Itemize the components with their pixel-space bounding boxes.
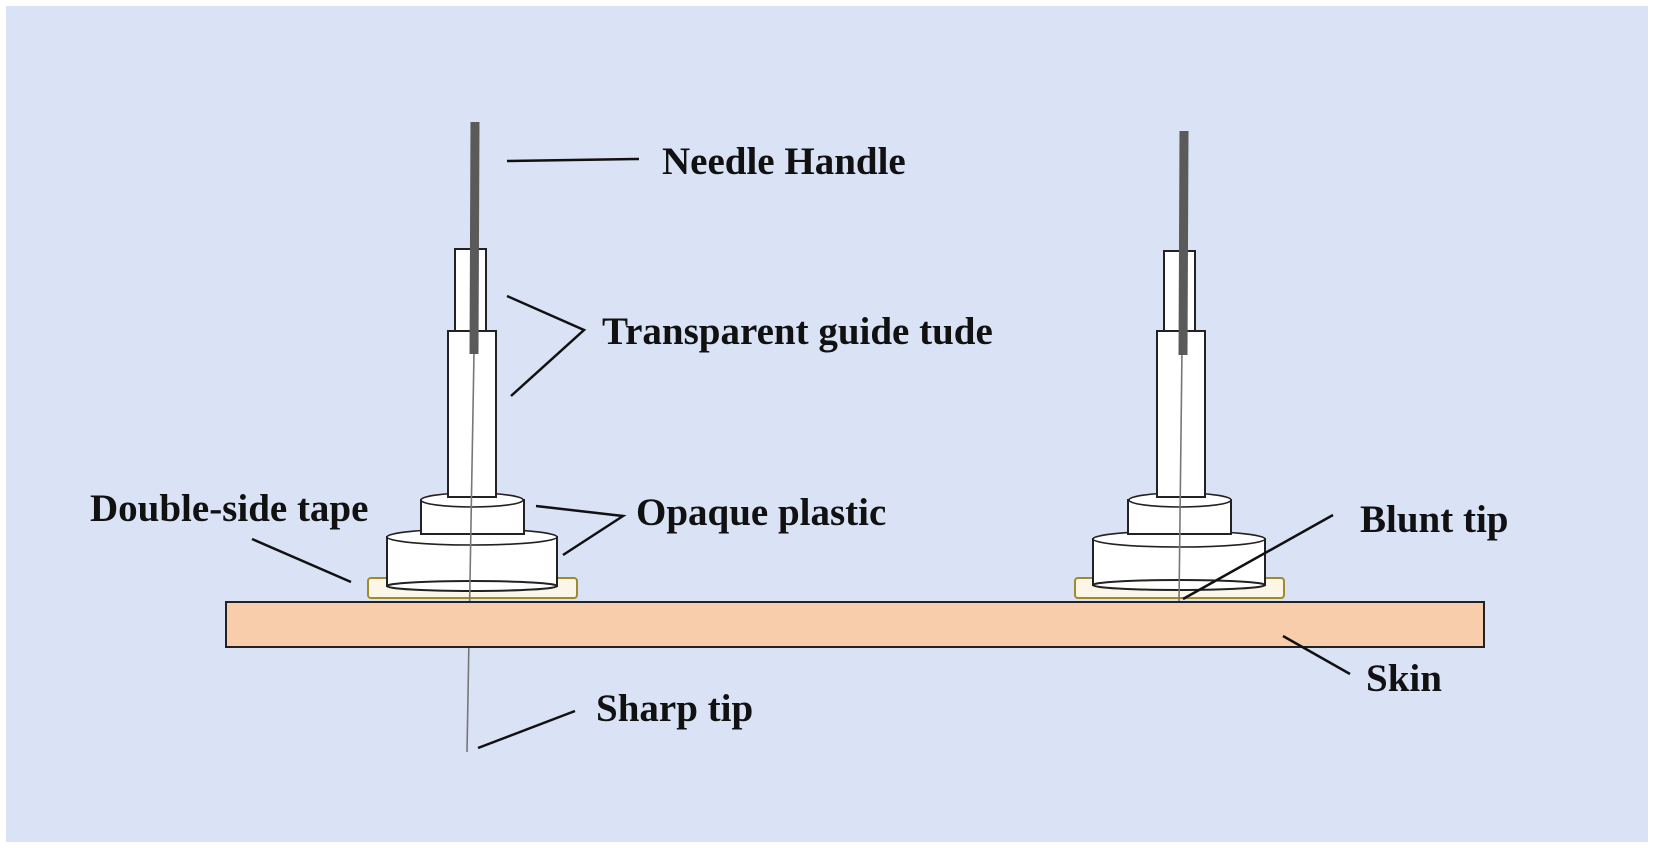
sharp-tip-leader: [477, 709, 576, 750]
left-plastic-lower-bottom: [386, 580, 558, 592]
right-needle-handle: [1178, 130, 1189, 356]
skin-label: Skin: [1366, 657, 1442, 700]
skin-leader: [1282, 634, 1351, 676]
blunt-tip-label: Blunt tip: [1360, 498, 1508, 541]
opaque-plastic-label: Opaque plastic: [636, 491, 886, 534]
leader-lines: [251, 157, 1351, 750]
double-side-tape-leader: [251, 537, 352, 584]
left-needle-shaft: [466, 352, 475, 753]
text-labels: Needle Handle Transparent guide tude Dou…: [90, 140, 1508, 730]
left-needle-handle: [469, 121, 480, 355]
left-needle-device: [367, 121, 578, 753]
needle-handle-label: Needle Handle: [662, 140, 906, 183]
blunt-tip-leader: [1182, 513, 1334, 601]
right-needle-device: [1074, 130, 1285, 604]
guide-tube-leader: [506, 294, 587, 397]
opaque-plastic-leader: [535, 504, 627, 557]
transparent-guide-tube-label: Transparent guide tude: [602, 310, 993, 353]
sharp-tip-label: Sharp tip: [596, 687, 753, 730]
right-needle-shaft: [1178, 349, 1183, 604]
double-side-tape-label: Double-side tape: [90, 487, 368, 530]
background-panel: [6, 6, 1648, 842]
skin-layer: [225, 601, 1485, 648]
needle-handle-leader: [506, 157, 640, 163]
